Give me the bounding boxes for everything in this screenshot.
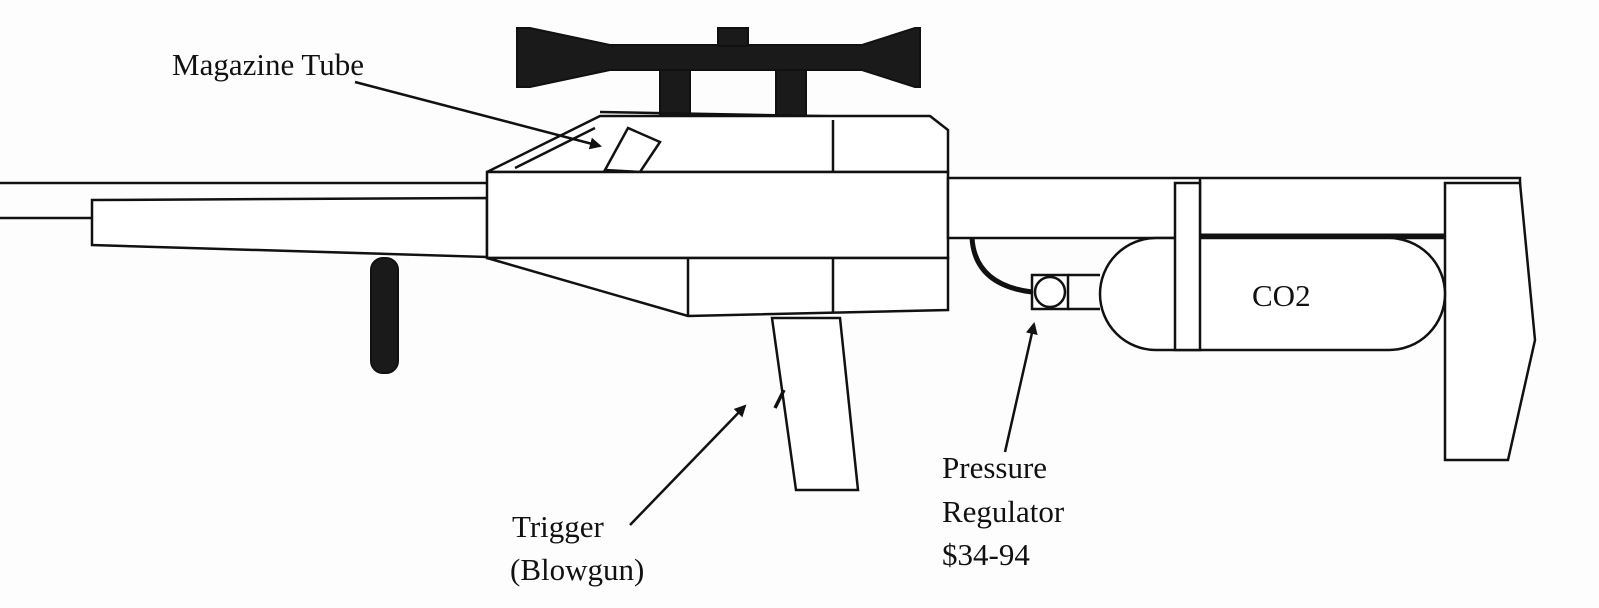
regulator-price: $34-94	[942, 537, 1030, 572]
magazine-tube-arrow	[354, 80, 602, 150]
magazine-tube-label: Magazine Tube	[172, 47, 364, 82]
buttstock	[1443, 181, 1537, 462]
trigger-arrow	[629, 404, 747, 526]
tank-strap	[1173, 181, 1202, 352]
hose	[969, 237, 1033, 295]
trigger-label: Trigger	[512, 509, 605, 544]
regulator-arrow	[1003, 322, 1038, 453]
stock-tube	[946, 176, 1522, 240]
barrel	[0, 181, 487, 220]
scope	[516, 27, 921, 120]
trigger	[773, 389, 786, 409]
receiver	[485, 170, 950, 260]
regulator-label-line2: Regulator	[942, 494, 1065, 529]
handguard	[90, 196, 489, 259]
foregrip	[370, 257, 399, 374]
regulator-label-line1: Pressure	[942, 450, 1047, 485]
lower-receiver	[486, 256, 950, 318]
co2-label: CO2	[1252, 278, 1311, 313]
upper-receiver	[486, 114, 950, 174]
trigger-sublabel: (Blowgun)	[510, 552, 644, 587]
pistol-grip	[770, 316, 860, 492]
